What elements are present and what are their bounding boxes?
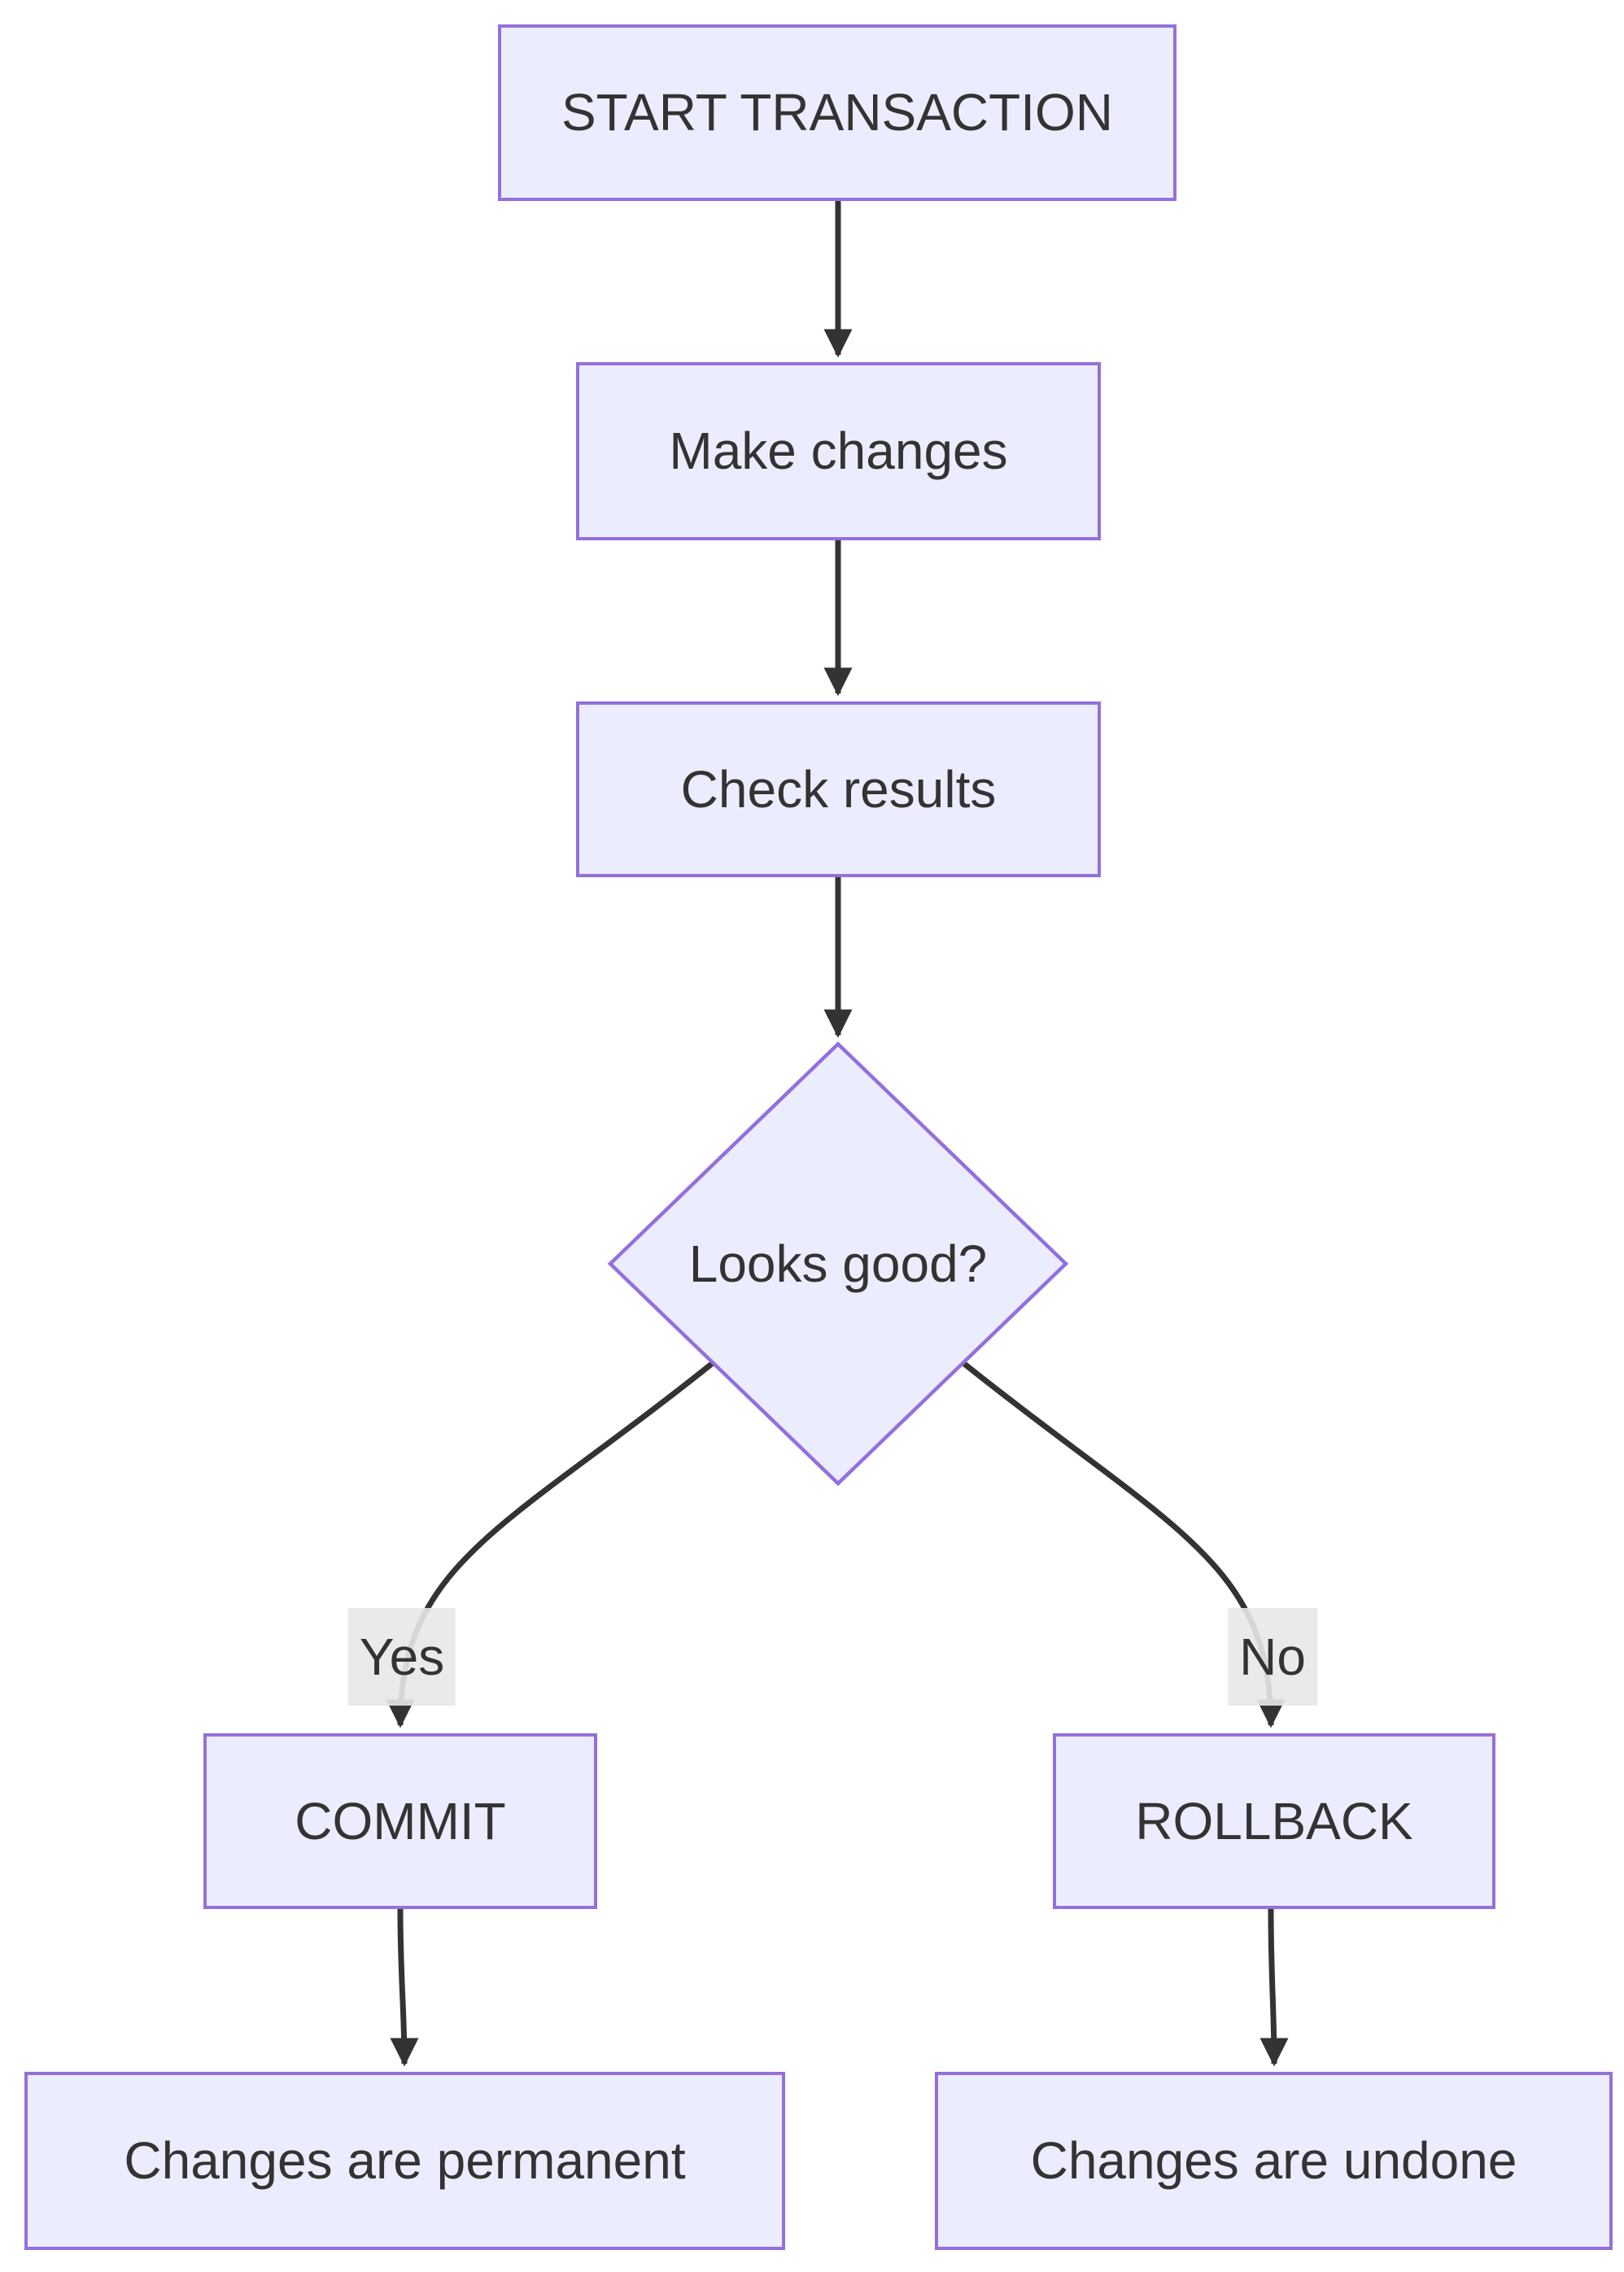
node-make-changes: Make changes: [576, 362, 1101, 540]
edge-rollback-to-undone: [1259, 1908, 1289, 2067]
node-commit: COMMIT: [203, 1733, 597, 1909]
node-changes-permanent-label: Changes are permanent: [124, 2131, 686, 2191]
node-rollback-label: ROLLBACK: [1135, 1791, 1413, 1850]
edge-decision-to-rollback: [961, 1361, 1286, 1728]
node-rollback: ROLLBACK: [1053, 1733, 1495, 1909]
edge-commit-to-permanent: [390, 1908, 419, 2067]
node-check-results: Check results: [576, 701, 1101, 877]
node-decision-label: Looks good?: [688, 1234, 988, 1293]
node-start-transaction-label: START TRANSACTION: [561, 83, 1114, 142]
node-start-transaction: START TRANSACTION: [498, 24, 1177, 201]
edge-label-yes: Yes: [347, 1608, 456, 1706]
edge-label-no: No: [1228, 1608, 1317, 1706]
node-changes-undone: Changes are undone: [935, 2072, 1613, 2250]
node-commit-label: COMMIT: [295, 1791, 506, 1850]
node-decision: Looks good?: [635, 1215, 1041, 1313]
node-make-changes-label: Make changes: [669, 422, 1008, 481]
node-changes-undone-label: Changes are undone: [1030, 2131, 1517, 2191]
node-changes-permanent: Changes are permanent: [24, 2072, 785, 2250]
decision-diamond-shape: [607, 1041, 1069, 1487]
node-check-results-label: Check results: [680, 759, 997, 819]
